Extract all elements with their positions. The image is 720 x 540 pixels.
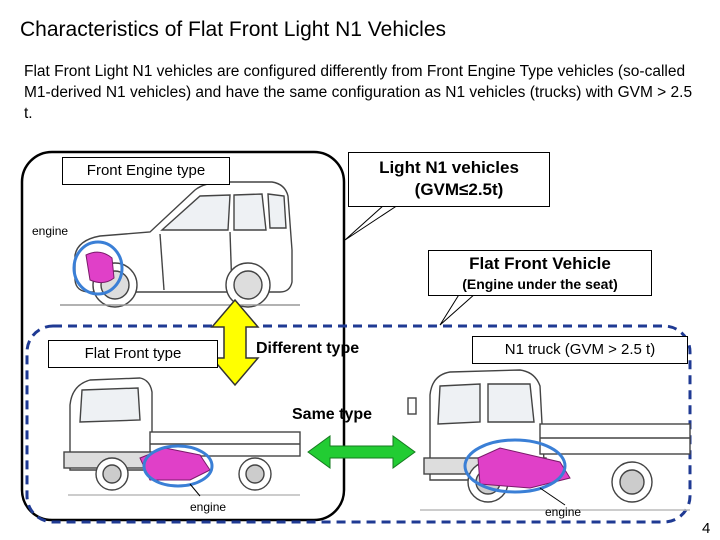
flat-front-truck-illustration [63,377,301,496]
front-engine-car-illustration [60,181,300,308]
light-n1-frame [20,150,346,522]
car-engine-mark [72,240,124,296]
slide-title: Characteristics of Flat Front Light N1 V… [20,18,447,41]
different-type-label: Different type [256,340,360,357]
flat-front-vehicle-subtitle: (Engine under the seat) [462,276,618,292]
flat-front-vehicle-callout: Flat Front Vehicle (Engine under the sea… [428,250,652,296]
car-engine-label: engine [32,224,69,238]
front-engine-type-label: Front Engine type [86,162,206,179]
n1-truck-engine-label: engine [545,505,582,519]
same-type-label: Same type [292,406,373,423]
front-engine-type-box: Front Engine type [62,157,230,185]
same-type-arrow [307,435,416,469]
flat-front-type-label: Flat Front type [84,345,182,362]
light-n1-gvm: (GVM≤2.5t) [414,180,504,199]
flat-front-callout-tail [439,292,478,326]
flat-front-type-box: Flat Front type [48,340,218,368]
n1-truck-illustration [407,369,691,511]
light-n1-callout-tail [344,204,400,241]
small-truck-engine-mark [139,444,214,497]
small-truck-engine-label: engine [190,500,227,514]
n1-truck-box: N1 truck (GVM > 2.5 t) [472,336,688,364]
light-n1-callout: Light N1 vehicles (GVM≤2.5t) [348,152,550,207]
flat-front-vehicle-title: Flat Front Vehicle [469,254,611,273]
light-n1-title: Light N1 vehicles [379,158,519,177]
n1-truck-label: N1 truck (GVM > 2.5 t) [504,341,656,358]
page-number: 4 [702,520,711,537]
n1-truck-engine-mark [463,438,571,506]
intro-paragraph: Flat Front Light N1 vehicles are configu… [24,63,693,122]
different-type-arrow [210,298,260,387]
